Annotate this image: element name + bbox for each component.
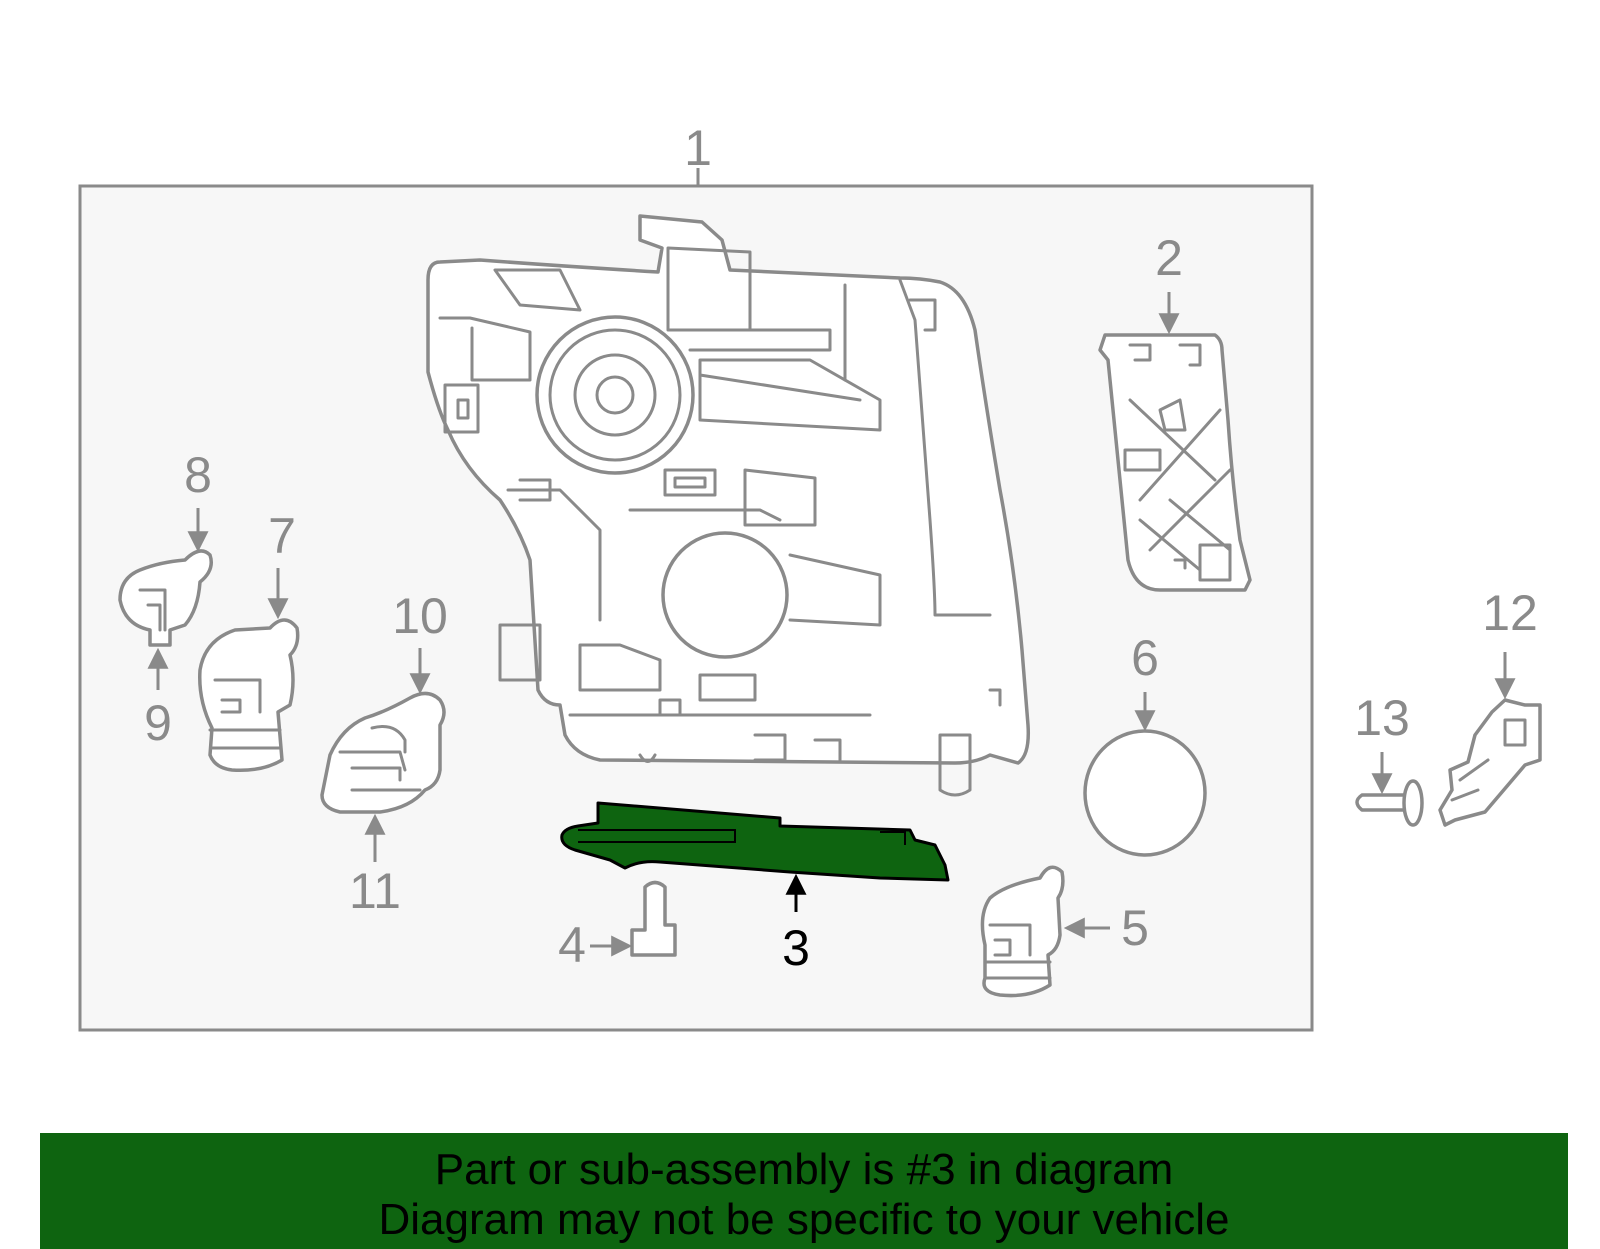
callout-13: 13 — [1354, 690, 1410, 746]
callout-3: 3 — [782, 920, 810, 976]
banner-line-2: Diagram may not be specific to your vehi… — [378, 1195, 1230, 1244]
callout-10: 10 — [392, 588, 448, 644]
callout-7: 7 — [268, 508, 296, 564]
callout-1: 1 — [684, 120, 712, 176]
callout-9: 9 — [144, 695, 172, 751]
callout-11: 11 — [349, 863, 401, 919]
callout-2: 2 — [1155, 230, 1183, 286]
callout-12: 12 — [1482, 585, 1538, 641]
bulb-socket-part-10-11[interactable] — [320, 691, 446, 814]
round-cap-part-6[interactable] — [1083, 729, 1207, 857]
lower-trim-part-3-highlighted[interactable] — [560, 801, 950, 882]
bulb-part-8-9[interactable] — [118, 549, 213, 647]
callout-6: 6 — [1131, 630, 1159, 686]
headlamp-housing-part-1[interactable] — [426, 214, 1031, 797]
push-pin-part-13[interactable] — [1355, 779, 1424, 827]
callout-5: 5 — [1121, 900, 1149, 956]
bulb-socket-part-7[interactable] — [198, 618, 300, 773]
info-banner: Part or sub-assembly is #3 in diagram Di… — [40, 1133, 1568, 1249]
bracket-part-12[interactable] — [1438, 698, 1542, 827]
headlamp-cover-part-2[interactable] — [1098, 333, 1252, 592]
callout-8: 8 — [184, 447, 212, 503]
bulb-socket-part-5[interactable] — [980, 865, 1065, 998]
callout-4: 4 — [558, 917, 586, 973]
banner-line-1: Part or sub-assembly is #3 in diagram — [434, 1145, 1174, 1194]
